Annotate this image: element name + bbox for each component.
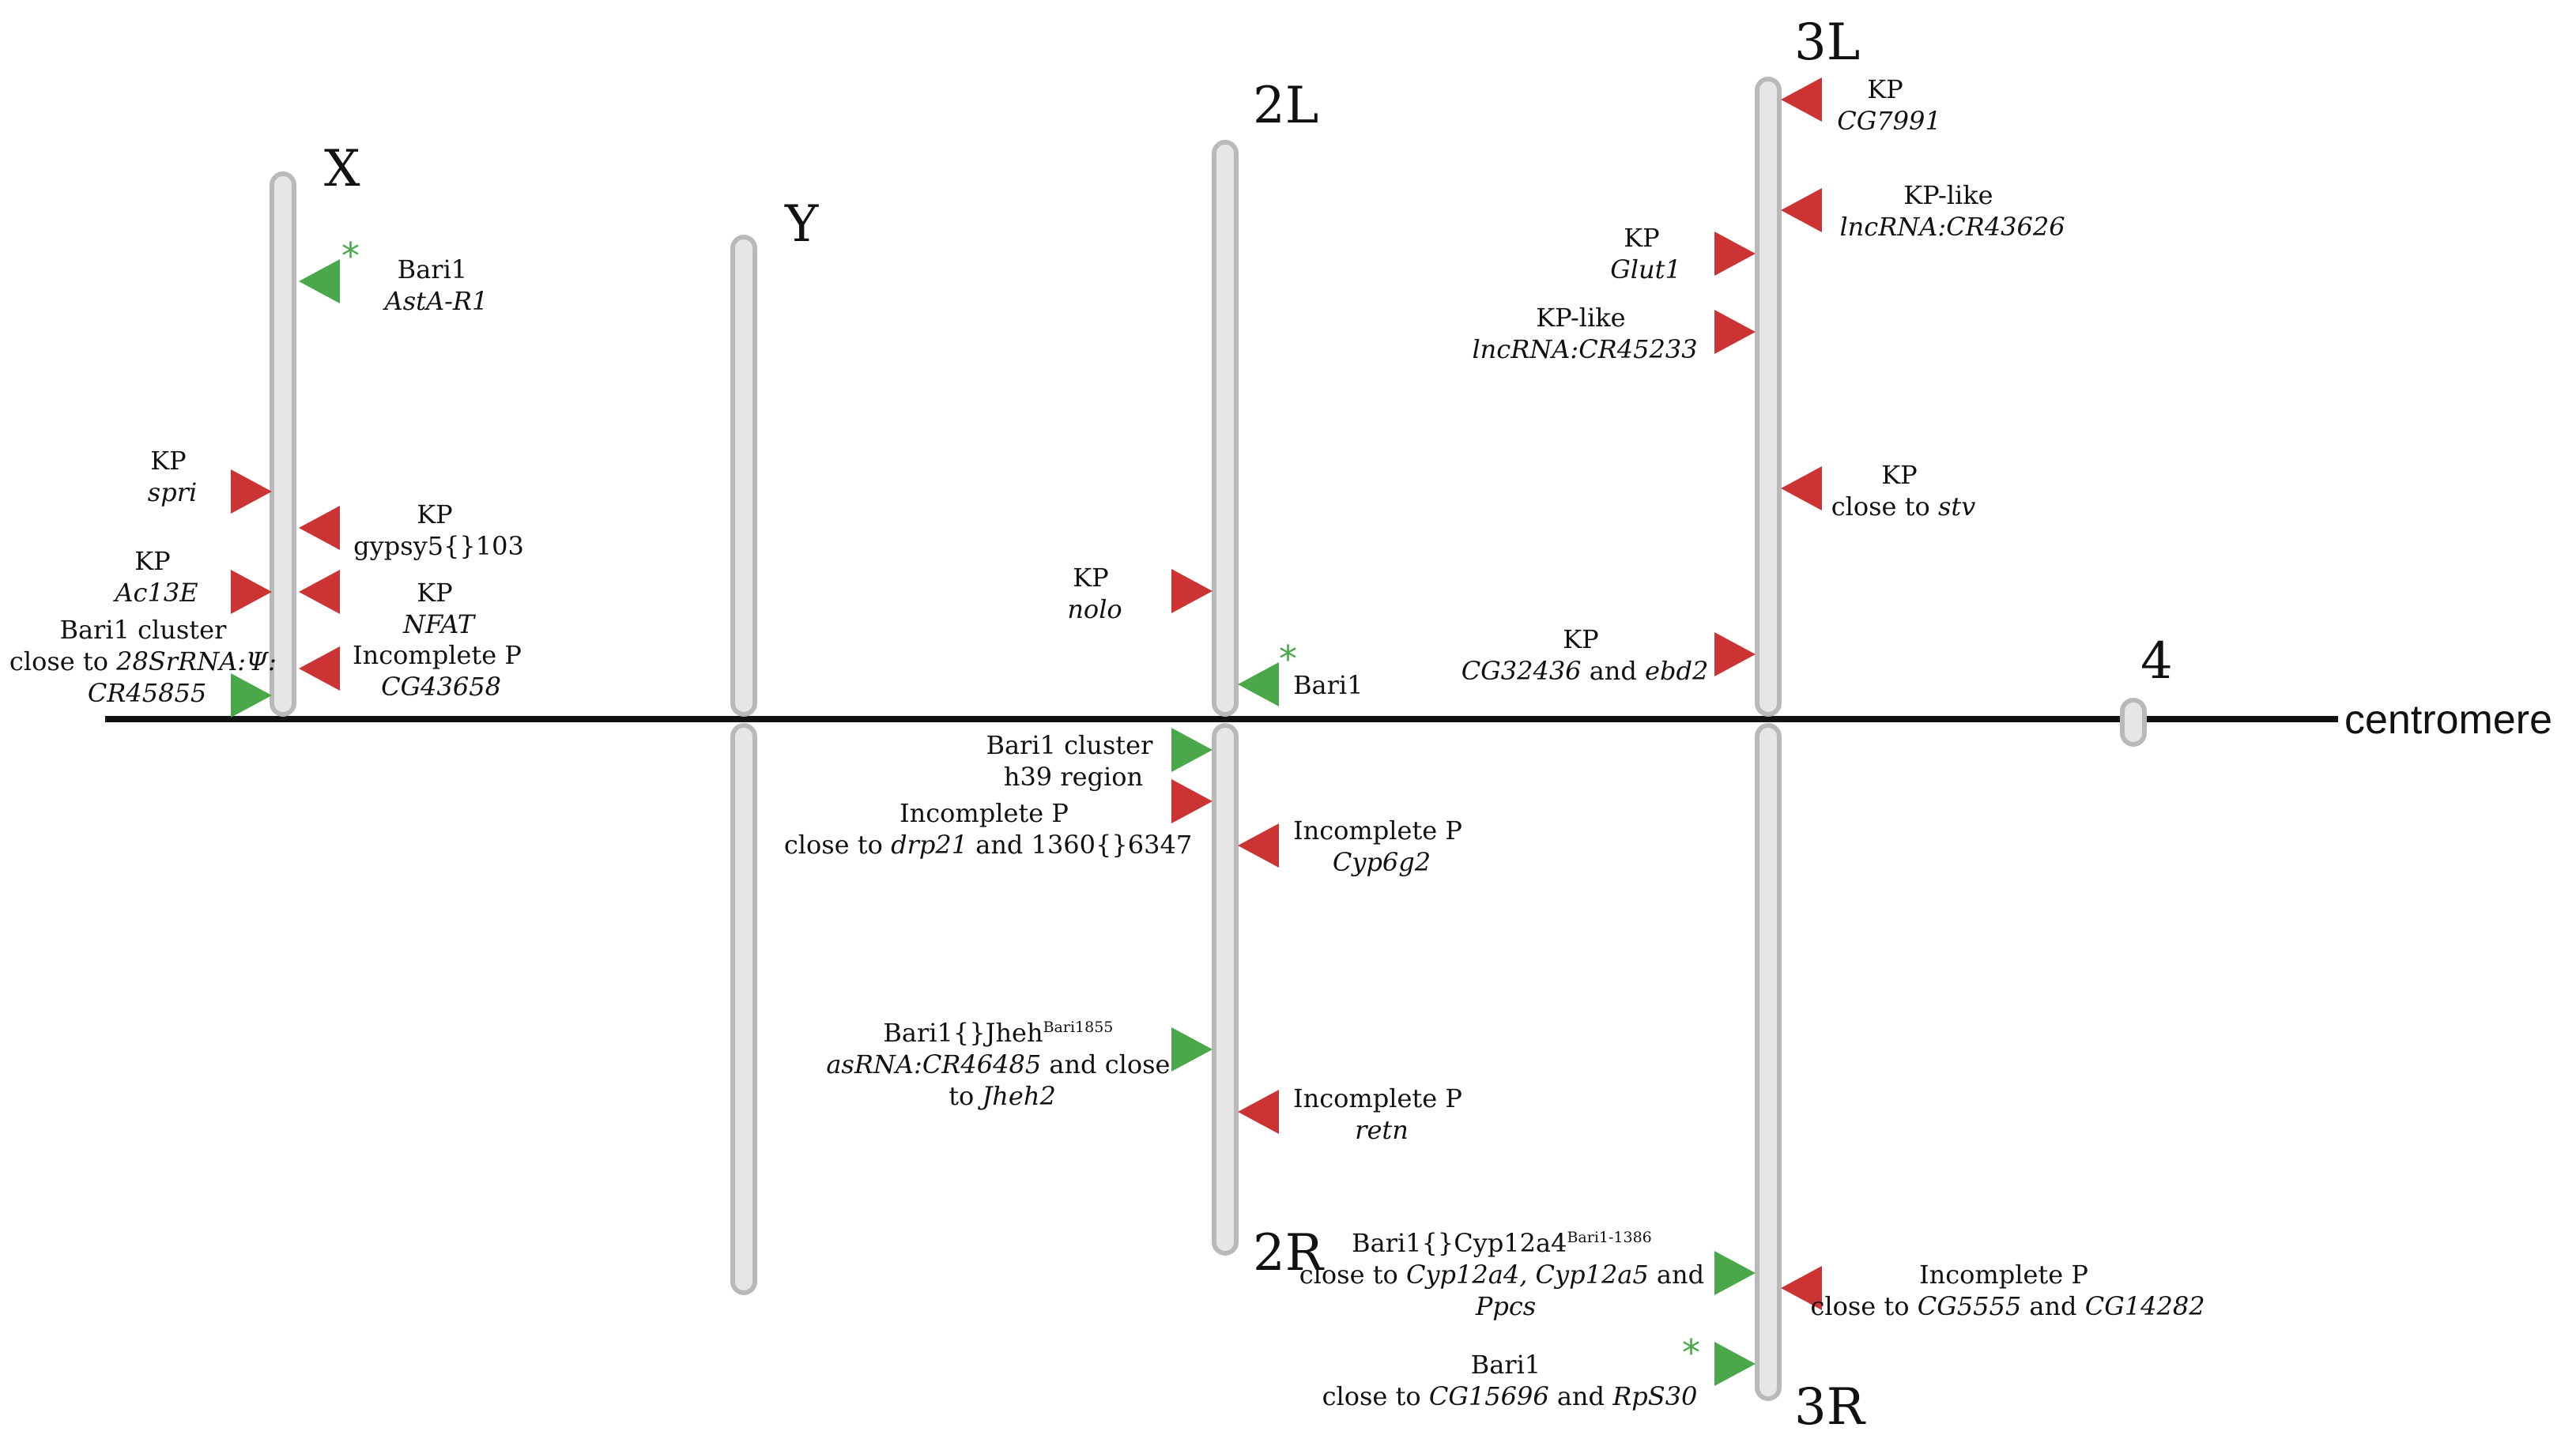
insertion-label: Bari1 cluster h39 region <box>986 730 1160 792</box>
kp-insertion-marker <box>1781 77 1822 122</box>
arm-label-4: 4 <box>2140 632 2173 691</box>
insertion-label: Bari1{}JhehBari1855 asRNA:CR46485 and cl… <box>826 1008 1178 1111</box>
arm-label-3l: 3L <box>1794 13 1860 72</box>
insertion-label: Incomplete P CG43658 <box>353 640 530 702</box>
insertion-label: Bari1{}Cyp12a4Bari1-1386 close to Cyp12a… <box>1299 1219 1713 1321</box>
arm-label-2r: 2R <box>1253 1224 1325 1283</box>
kp-like-insertion-marker <box>1714 310 1756 354</box>
chromosome-4 <box>2120 698 2147 747</box>
insertion-label: Bari1 cluster close to 28SrRNA:Ψ: CR4585… <box>9 615 285 708</box>
incomplete-p-insertion-marker <box>1171 779 1213 823</box>
chromosome-2r <box>1212 723 1239 1256</box>
insertion-label: Incomplete P close to drp21 and 1360{}63… <box>784 798 1192 860</box>
chromosome-y-long-arm <box>730 723 757 1295</box>
insertion-label: Bari1 <box>1293 670 1363 700</box>
bari1-insertion-marker <box>1171 728 1213 772</box>
kp-insertion-marker <box>231 469 272 514</box>
kp-insertion-marker <box>1781 466 1822 510</box>
centromere-label: centromere <box>2344 697 2552 743</box>
bari1-insertion-marker <box>231 673 272 718</box>
arm-label-2l: 2L <box>1253 77 1318 135</box>
bari1-insertion-marker <box>299 259 340 303</box>
kp-like-insertion-marker <box>1781 188 1822 232</box>
kp-insertion-marker <box>231 570 272 614</box>
incomplete-p-insertion-marker <box>299 646 340 691</box>
arm-label-x: X <box>324 140 360 198</box>
insertion-label: Incomplete P retn <box>1293 1083 1470 1145</box>
kp-insertion-marker <box>1714 232 1756 276</box>
insertion-label: Bari1 AstA-R1 <box>383 254 488 316</box>
chromosome-y-short-arm <box>730 235 757 717</box>
insertion-label: KP-like lncRNA:CR43626 <box>1839 180 2065 242</box>
insertion-label: KP spri <box>148 446 197 507</box>
insertion-label: Incomplete P Cyp6g2 <box>1293 816 1470 877</box>
asterisk: * <box>1682 1332 1700 1374</box>
kp-insertion-marker <box>1171 569 1213 613</box>
asterisk: * <box>1279 638 1297 680</box>
bari1-insertion-marker <box>1238 662 1279 706</box>
arm-label-3r: 3R <box>1794 1378 1866 1437</box>
arm-label-y: Y <box>784 195 819 254</box>
bari1-insertion-marker <box>1171 1027 1213 1072</box>
insertion-label: Incomplete P close to CG5555 and CG14282 <box>1810 1260 2204 1321</box>
incomplete-p-insertion-marker <box>1238 1090 1279 1134</box>
chromosome-3r <box>1755 723 1782 1401</box>
bari1-insertion-marker <box>1714 1251 1756 1295</box>
asterisk: * <box>341 235 360 277</box>
insertion-label: KP nolo <box>1067 563 1122 624</box>
insertion-label: KP NFAT <box>402 578 477 639</box>
insertion-label: KP Ac13E <box>112 546 198 608</box>
chromosome-x <box>270 171 296 717</box>
chromosome-2l <box>1212 140 1239 717</box>
insertion-label: KP CG7991 <box>1837 74 1940 136</box>
insertion-label: KP close to stv <box>1831 460 1976 522</box>
incomplete-p-insertion-marker <box>1238 823 1279 868</box>
kp-insertion-marker <box>299 506 340 550</box>
incomplete-p-insertion-marker <box>1781 1266 1822 1310</box>
chromosome-3l <box>1755 77 1782 717</box>
kp-insertion-marker <box>299 570 340 614</box>
insertion-label: KP-like lncRNA:CR45233 <box>1472 303 1697 364</box>
insertion-label: KP Glut1 <box>1610 223 1681 284</box>
insertion-label: KP CG32436 and ebd2 <box>1461 624 1709 686</box>
insertion-label: KP gypsy5{}103 <box>353 499 524 561</box>
insertion-label: Bari1 close to CG15696 and RpS30 <box>1322 1350 1698 1411</box>
kp-insertion-marker <box>1714 632 1756 676</box>
bari1-insertion-marker <box>1714 1342 1756 1386</box>
